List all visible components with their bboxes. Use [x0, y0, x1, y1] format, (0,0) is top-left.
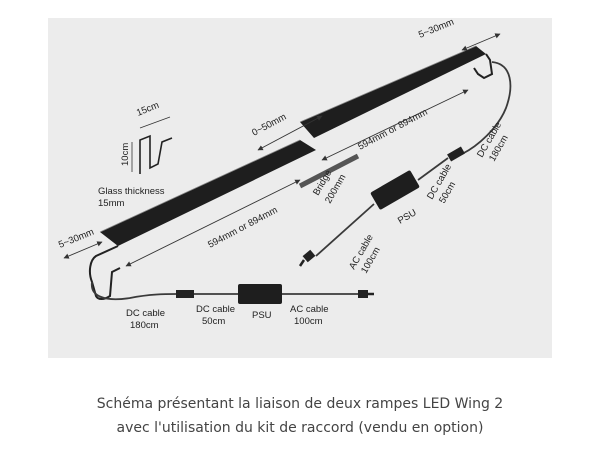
label-15cm: 15cm [135, 100, 161, 119]
ac-cable-right [315, 203, 375, 257]
dc-connector-left [176, 290, 194, 298]
dim-arrow-gap-middle [257, 115, 323, 151]
bracket-left [88, 245, 121, 300]
dc-cable-180-right [461, 61, 512, 155]
caption-line-1: Schéma présentant la liaison de deux ram… [96, 396, 504, 412]
label-10cm: 10cm [120, 143, 131, 166]
dim-arrow-gap-bottom [63, 241, 103, 259]
label-ac-cable-left: AC cable [290, 304, 329, 315]
ac-plug-pins-right [298, 259, 306, 267]
label-gap-top: 5~30mm [417, 17, 456, 41]
led-bar-right-edge [299, 45, 477, 123]
label-dc-cable-50-left: DC cable [196, 304, 235, 315]
dim-arrow-length-top [321, 89, 469, 161]
caption-line-2: avec l'utilisation du kit de raccord (ve… [116, 420, 484, 436]
label-ac-cable-left-value: 100cm [294, 316, 323, 327]
ac-plug-right [302, 249, 316, 263]
bracket-right [473, 53, 494, 80]
label-dc-cable-50-left-value: 50cm [202, 316, 225, 327]
label-glass-thickness-value: 15mm [98, 198, 124, 209]
dim-arrow-gap-top [461, 33, 501, 51]
label-dc-cable-180-left: DC cable [126, 308, 165, 319]
dim-15cm-line [139, 116, 171, 129]
bridge-piece [298, 153, 360, 189]
label-psu-left: PSU [252, 310, 272, 321]
dc-connector-right [447, 146, 465, 162]
psu-box-right [370, 170, 420, 210]
bracket-detail [139, 134, 173, 174]
dim-arrow-length-bottom [125, 179, 301, 267]
ac-plug-left [358, 290, 368, 298]
label-length-bottom: 594mm or 894mm [206, 205, 279, 251]
label-glass-thickness: Glass thickness [98, 186, 165, 197]
label-gap-middle: 0~50mm [250, 111, 288, 138]
psu-box-left [238, 284, 282, 304]
dc-cable-180-left [91, 281, 177, 301]
label-psu-right: PSU [396, 207, 419, 226]
dc-cable-50-right [417, 157, 449, 181]
label-dc-cable-180-left-value: 180cm [130, 320, 159, 331]
label-length-top: 594mm or 894mm [356, 107, 429, 153]
